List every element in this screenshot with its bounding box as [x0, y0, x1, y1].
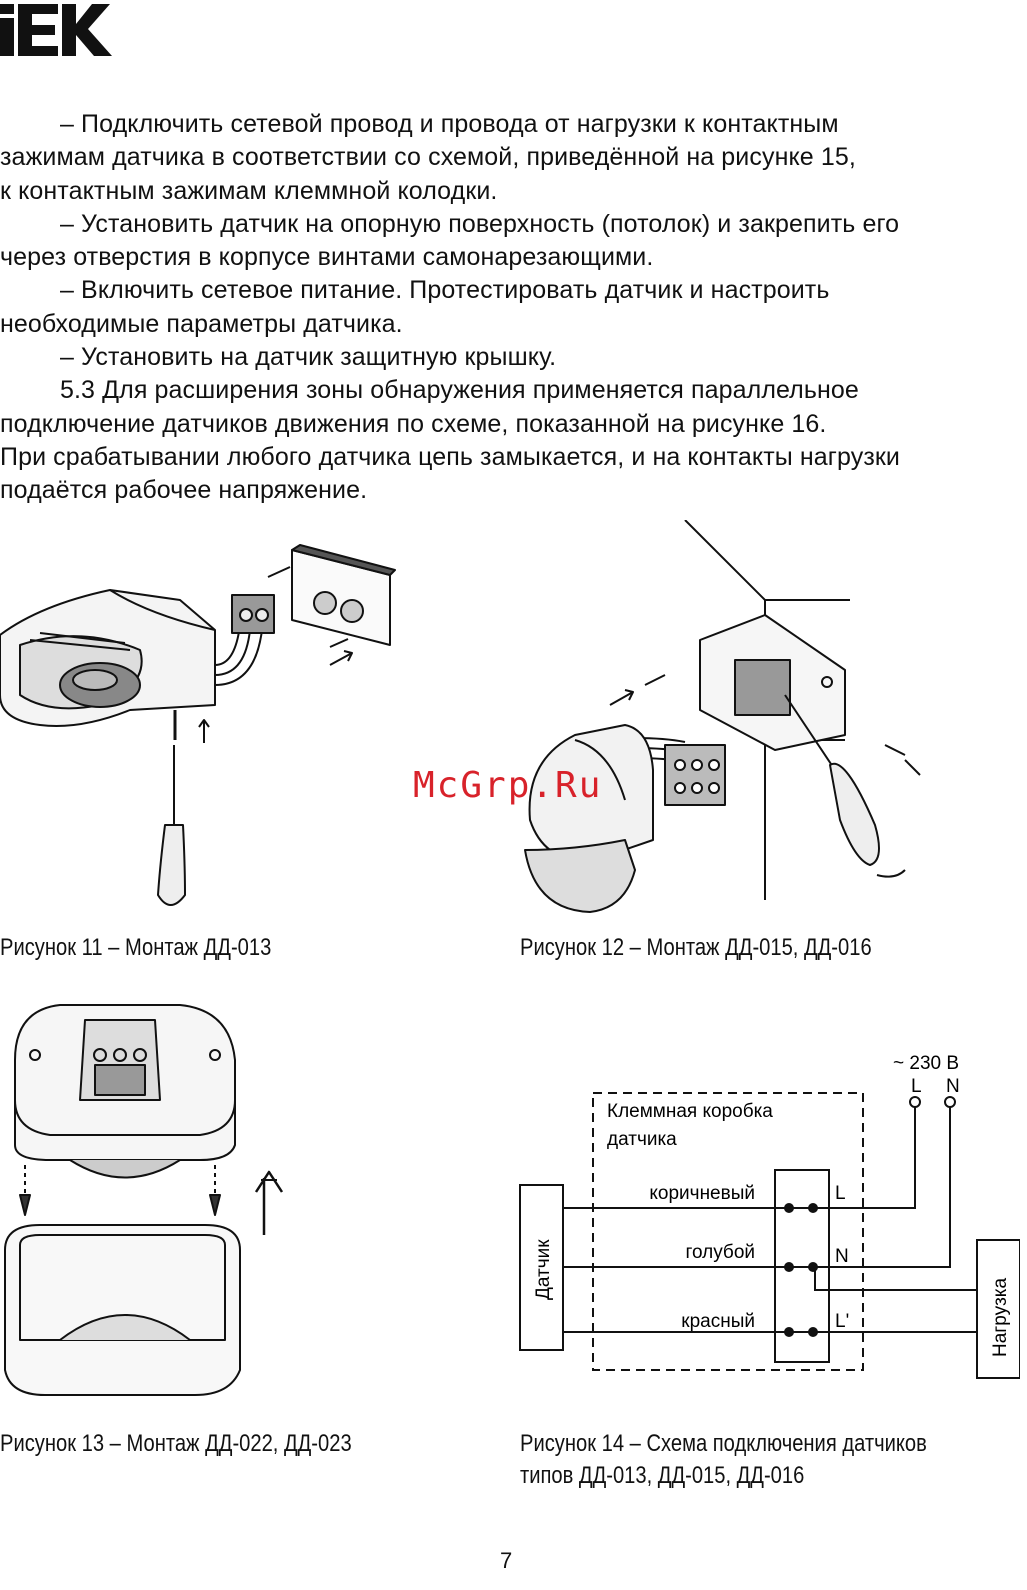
paragraph: 5.3 Для расширения зоны обнаружения прим…: [60, 376, 859, 405]
page-number: 7: [500, 1548, 513, 1573]
figure-14-caption-line2: типов ДД-013, ДД-015, ДД-016: [520, 1462, 805, 1489]
sensor-label: Датчик: [533, 1239, 554, 1300]
box-label-line2: датчика: [607, 1129, 677, 1150]
figure-11-illustration: [0, 544, 396, 906]
figure-13-caption: Рисунок 13 – Монтаж ДД-022, ДД-023: [0, 1430, 352, 1457]
wire-red-label: красный: [681, 1311, 755, 1332]
figure-14-wiring-diagram: ~ 230 В L N Клеммная коробка датчика кор…: [519, 1053, 1020, 1379]
figure-12-illustration: [524, 520, 921, 913]
box-label-line1: Клеммная коробка: [607, 1101, 773, 1122]
figure-14-caption-line1: Рисунок 14 – Схема подключения датчиков: [520, 1430, 927, 1457]
terminal-l-label: L: [835, 1183, 846, 1204]
terminal-l-out-label: L': [835, 1311, 849, 1332]
paragraph: подаётся рабочее напряжение.: [0, 476, 368, 505]
paragraph: через отверстия в корпусе винтами самона…: [0, 243, 654, 272]
paragraph: – Установить на датчик защитную крышку.: [60, 343, 557, 372]
wire-brown-label: коричневый: [649, 1183, 755, 1204]
load-label: Нагрузка: [990, 1277, 1011, 1357]
figure-13-illustration: [4, 1004, 284, 1396]
supply-n-label: N: [946, 1076, 960, 1097]
paragraph: – Установить датчик на опорную поверхнос…: [60, 209, 900, 238]
paragraph: подключение датчиков движения по схеме, …: [0, 409, 827, 438]
wire-blue-label: голубой: [685, 1242, 755, 1263]
watermark: McGrp.Ru: [413, 765, 603, 806]
paragraph: зажимам датчика в соответствии со схемой…: [0, 143, 856, 172]
terminal-n-label: N: [835, 1246, 849, 1267]
paragraph: необходимые параметры датчика.: [0, 309, 403, 338]
figure-12-caption: Рисунок 12 – Монтаж ДД-015, ДД-016: [520, 934, 872, 961]
voltage-label: ~ 230 В: [893, 1053, 959, 1074]
paragraph: – Включить сетевое питание. Протестирова…: [60, 276, 830, 305]
paragraph: – Подключить сетевой провод и провода от…: [60, 110, 839, 138]
paragraph: к контактным зажимам клеммной колодки.: [0, 176, 498, 205]
instructions-text: – Подключить сетевой провод и провода от…: [0, 108, 1020, 508]
paragraph: При срабатывании любого датчика цепь зам…: [0, 442, 900, 471]
figure-11-caption: Рисунок 11 – Монтаж ДД-013: [0, 934, 272, 961]
iek-logo: [0, 4, 112, 56]
supply-l-label: L: [911, 1076, 922, 1097]
